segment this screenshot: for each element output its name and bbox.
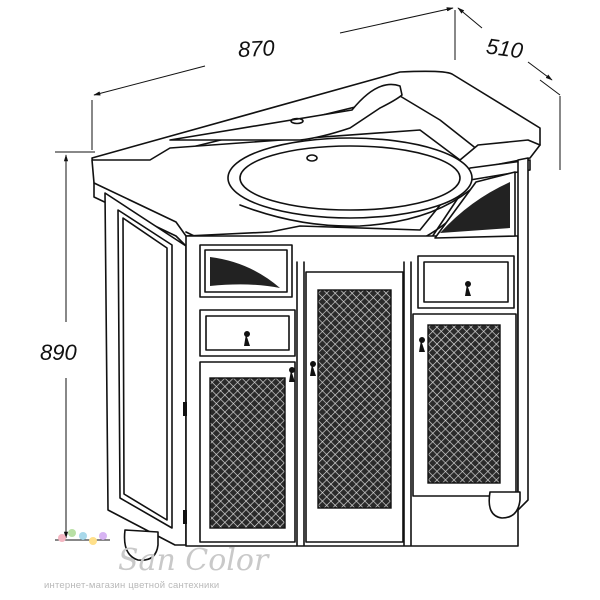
overflow-hole xyxy=(306,154,318,162)
door-right[interactable] xyxy=(412,313,517,497)
feet xyxy=(123,491,521,562)
dimension-width: 870 xyxy=(91,7,456,150)
door-left-handle xyxy=(289,370,295,382)
basin xyxy=(169,83,473,263)
drawer-right[interactable] xyxy=(417,255,515,309)
tap-hole xyxy=(290,117,304,125)
drawer-handle-right xyxy=(465,284,471,296)
depth-label: 510 xyxy=(485,33,526,63)
watermark: San Color интернет-магазин цветной санте… xyxy=(44,529,270,591)
drawer-left[interactable] xyxy=(199,309,296,357)
decor-panel-left xyxy=(199,244,293,298)
door-center-handle xyxy=(310,364,316,376)
watermark-dot-2 xyxy=(68,529,76,537)
watermark-tagline: интернет-магазин цветной сантехники xyxy=(44,580,219,591)
dimension-depth: 510 xyxy=(457,7,561,170)
door-left[interactable] xyxy=(199,361,296,543)
decor-panel-right-top xyxy=(434,171,516,239)
dimension-height: 890 xyxy=(40,151,110,541)
watermark-dot-4 xyxy=(89,537,97,545)
door-right-handle xyxy=(419,340,425,352)
watermark-dot-1 xyxy=(58,534,66,542)
watermark-logo: San Color xyxy=(118,543,270,578)
watermark-dot-5 xyxy=(99,532,107,540)
height-label: 890 xyxy=(40,340,77,365)
width-label: 870 xyxy=(237,35,276,62)
drawer-handle-left xyxy=(244,334,250,346)
door-center[interactable] xyxy=(305,271,404,543)
watermark-dot-3 xyxy=(79,532,87,540)
